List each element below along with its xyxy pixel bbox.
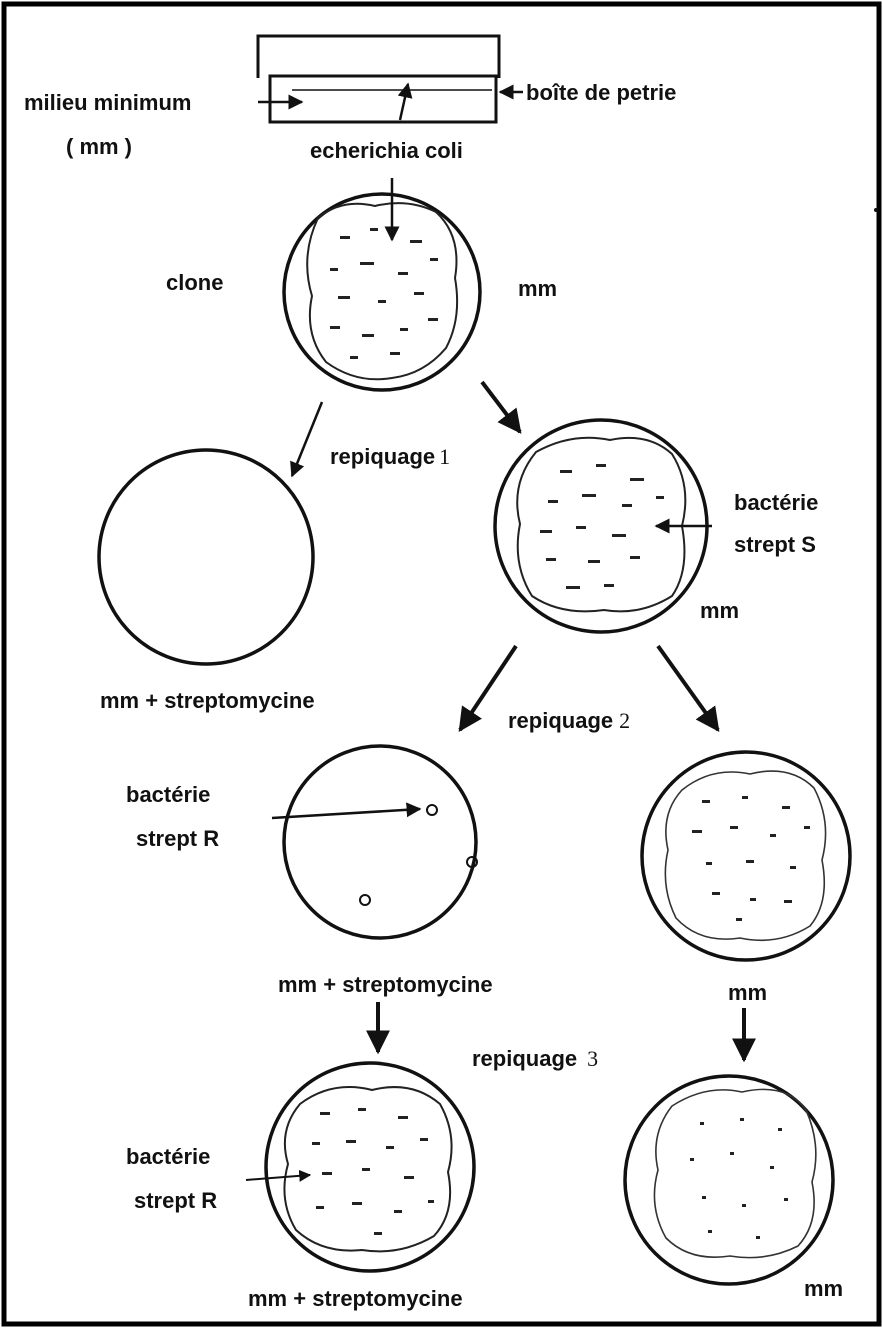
label-bacterie-s: bactérie <box>734 490 818 515</box>
colony-dots-r <box>312 1108 434 1235</box>
petri-dish-side-view <box>258 36 499 122</box>
label-milieu-minimum: milieu minimum <box>24 90 191 115</box>
label-mm-right-3: mm <box>804 1276 843 1301</box>
label-mm-strep-left: mm + streptomycine <box>100 688 315 713</box>
label-boite-petrie: boîte de petrie <box>526 80 676 105</box>
colony-dots-mm3 <box>690 1118 788 1239</box>
label-mm-strep-mid: mm + streptomycine <box>278 972 493 997</box>
dish-empty-streptomycine <box>99 450 313 664</box>
petri-lid <box>258 36 499 78</box>
resistant-colony <box>427 805 437 815</box>
label-mm-right-1: mm <box>700 598 739 623</box>
arrow-to-dish-strep-left <box>292 402 322 476</box>
stray-dot <box>874 208 878 212</box>
colony-dots-mm2 <box>692 796 810 921</box>
label-strept-s: strept S <box>734 532 816 557</box>
label-clone: clone <box>166 270 223 295</box>
label-echerichia-coli: echerichia coli <box>310 138 463 163</box>
colony-dots-s <box>540 464 664 589</box>
label-bacterie-r-2: bactérie <box>126 1144 210 1169</box>
arrow-bacterie-r-1 <box>272 809 420 818</box>
label-mm-paren: ( mm ) <box>66 134 132 159</box>
petri-base <box>270 76 496 122</box>
label-strept-r-1: strept R <box>136 826 219 851</box>
label-mm-strep-bottom: mm + streptomycine <box>248 1286 463 1311</box>
dish-strept-r-bottom <box>266 1063 474 1271</box>
arrow-to-dish-mm-right <box>658 646 718 730</box>
label-mm-top: mm <box>518 276 557 301</box>
arrow-bacterie-r-2 <box>246 1175 310 1180</box>
label-mm-right-2: mm <box>728 980 767 1005</box>
dish-mm-right-2 <box>642 752 850 960</box>
outer-frame <box>4 4 879 1324</box>
resistant-colony <box>360 895 370 905</box>
arrow-to-dish-s <box>482 382 520 432</box>
label-bacterie-r-1: bactérie <box>126 782 210 807</box>
dish-mm-right-3 <box>625 1076 833 1284</box>
dish-clone <box>284 194 480 390</box>
label-strept-r-2: strept R <box>134 1188 217 1213</box>
colony-dots <box>330 228 438 359</box>
dish-strept-r-mid <box>284 746 477 938</box>
